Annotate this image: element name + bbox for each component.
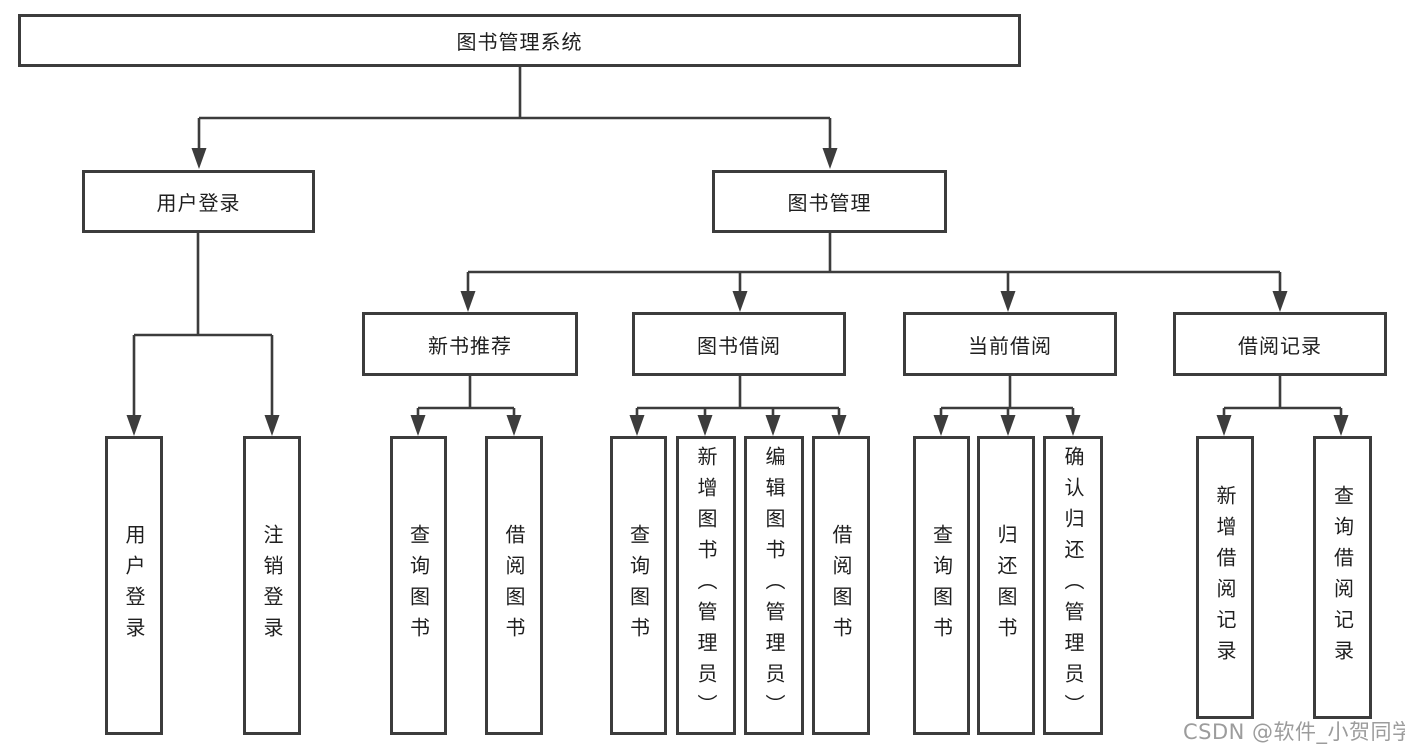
leaf-query-books-current: 查询图书 [913,436,970,735]
leaf-logout: 注销登录 [243,436,301,735]
leaf-borrow-books: 借阅图书 [812,436,870,735]
node-user-login: 用户登录 [82,170,315,233]
node-book-management: 图书管理 [712,170,947,233]
leaf-edit-books-admin: 编辑图书（管理员） [744,436,804,735]
leaf-add-books-admin: 新增图书（管理员） [676,436,736,735]
watermark-text: CSDN @软件_小贺同学 [1183,720,1405,744]
leaf-return-books: 归还图书 [977,436,1035,735]
leaf-query-books-borrowing: 查询图书 [610,436,667,735]
node-library-system: 图书管理系统 [18,14,1021,67]
leaf-query-books-recommend: 查询图书 [390,436,447,735]
leaf-user-login: 用户登录 [105,436,163,735]
leaf-query-borrow-record: 查询借阅记录 [1313,436,1372,719]
leaf-confirm-return-admin: 确认归还（管理员） [1043,436,1103,735]
leaf-add-borrow-record: 新增借阅记录 [1196,436,1254,719]
node-current-borrowing: 当前借阅 [903,312,1117,376]
node-borrowing-records: 借阅记录 [1173,312,1387,376]
node-book-borrowing: 图书借阅 [632,312,846,376]
leaf-borrow-books-recommend: 借阅图书 [485,436,543,735]
node-new-book-recommend: 新书推荐 [362,312,578,376]
